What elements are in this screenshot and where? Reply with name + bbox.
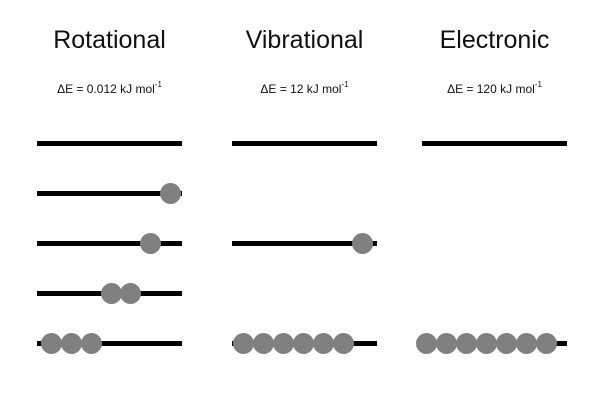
electron-dot	[80, 333, 102, 354]
electron-dot	[119, 283, 141, 304]
electron-dot	[159, 183, 181, 204]
energy-gap-label: ΔE = 120 kJ mol-1	[447, 80, 542, 97]
electron-dot	[332, 333, 354, 354]
energy-level-line	[37, 283, 182, 304]
electron-dot	[475, 333, 497, 354]
electron-dot	[272, 333, 294, 354]
electron-dot	[40, 333, 62, 354]
electron-dot	[252, 333, 274, 354]
electron-dot	[292, 333, 314, 354]
electron-dot	[351, 233, 373, 254]
electron-dot	[60, 333, 82, 354]
energy-level-line	[37, 233, 182, 254]
electron-dot	[232, 333, 254, 354]
energy-gap-label: ΔE = 12 kJ mol-1	[260, 80, 349, 97]
energy-level-line	[232, 333, 377, 354]
column-title: Rotational	[53, 26, 166, 54]
electron-dot	[535, 333, 557, 354]
column-rotational: Rotational ΔE = 0.012 kJ mol-1	[37, 0, 182, 400]
energy-level-line	[37, 141, 182, 146]
column-electronic: Electronic ΔE = 120 kJ mol-1	[415, 0, 567, 400]
column-title: Vibrational	[245, 26, 364, 54]
energy-level-line	[232, 233, 377, 254]
energy-level-line	[37, 333, 182, 354]
electron-dot	[455, 333, 477, 354]
column-title: Electronic	[439, 26, 550, 54]
energy-level-line	[415, 333, 567, 354]
electron-dot	[415, 333, 437, 354]
electron-dot	[312, 333, 334, 354]
electron-dot	[100, 283, 122, 304]
electron-dot	[435, 333, 457, 354]
energy-level-line	[232, 141, 377, 146]
electron-dot	[515, 333, 537, 354]
energy-level-line	[37, 183, 182, 204]
column-vibrational: Vibrational ΔE = 12 kJ mol-1	[232, 0, 377, 400]
energy-gap-label: ΔE = 0.012 kJ mol-1	[57, 80, 162, 97]
energy-level-line	[422, 141, 567, 146]
electron-dot	[495, 333, 517, 354]
electron-dot	[139, 233, 161, 254]
